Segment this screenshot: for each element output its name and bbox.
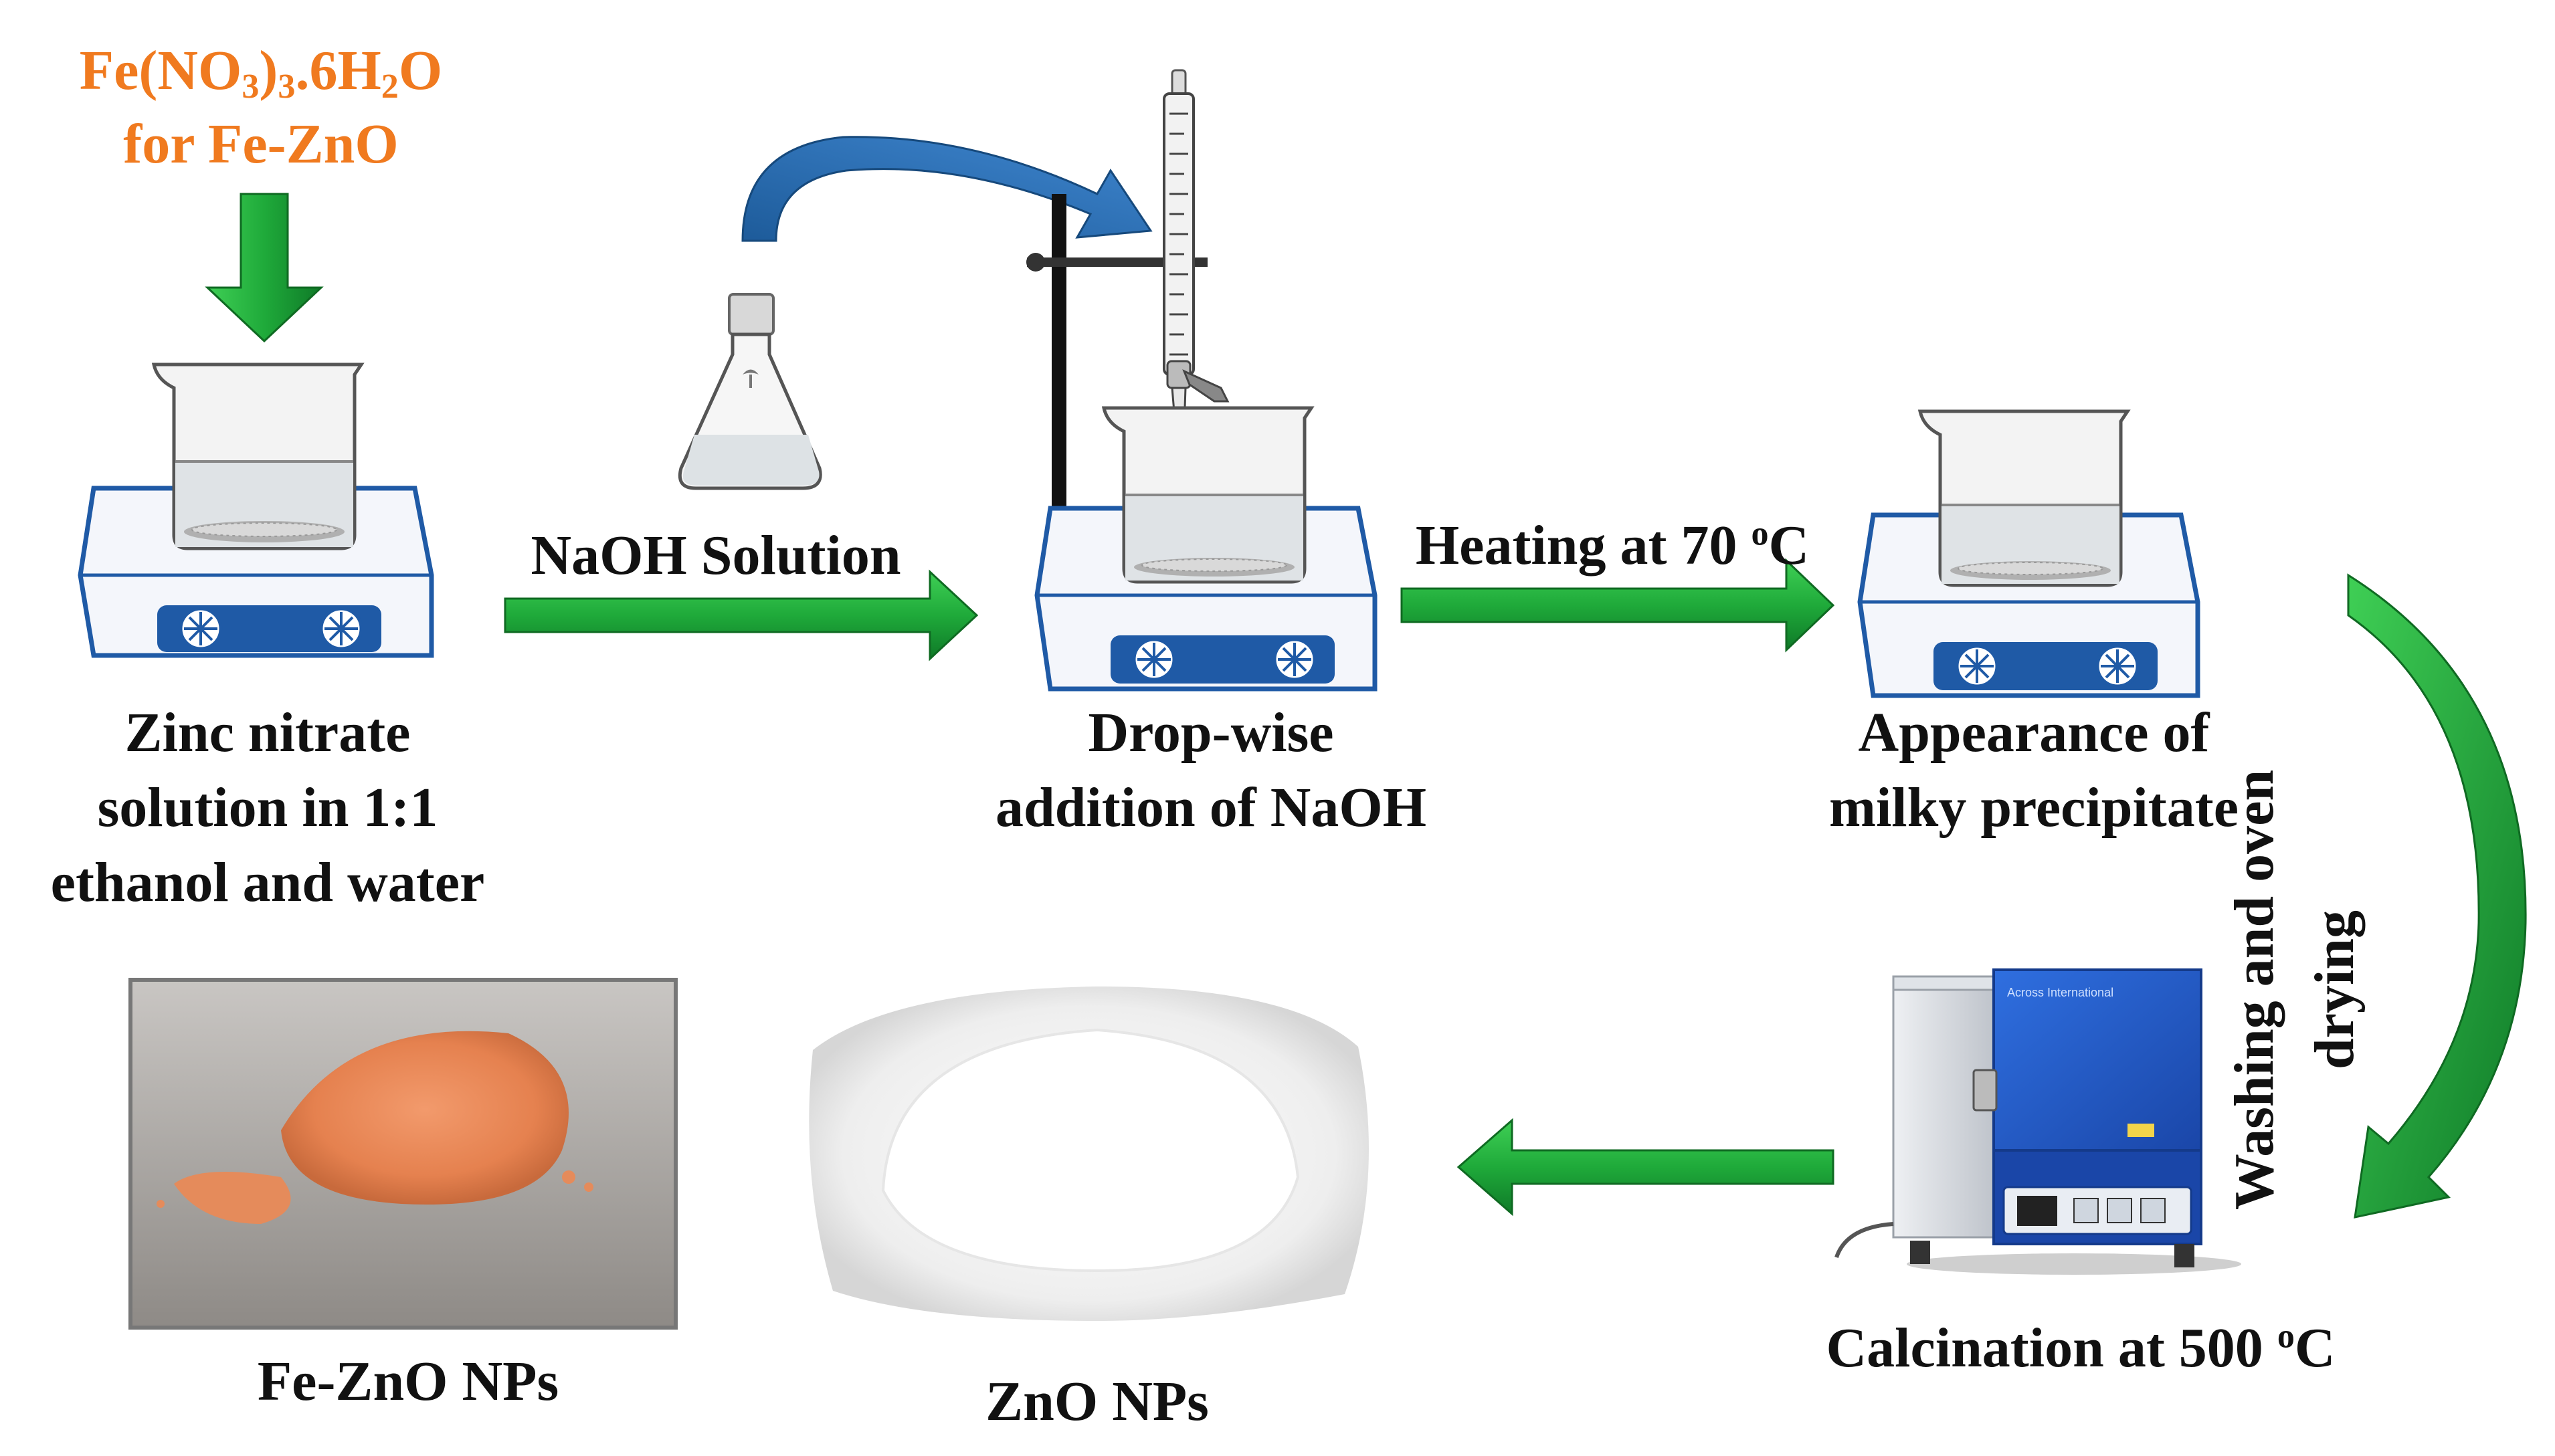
zinc-nitrate-label-line3: ethanol and water bbox=[50, 851, 485, 914]
reagent-label-line2: for Fe-ZnO bbox=[123, 113, 399, 175]
heating-label: Heating at 70 oC bbox=[1415, 514, 1810, 577]
reagent-down-arrow bbox=[205, 193, 324, 343]
fe-zno-photo bbox=[128, 978, 678, 1330]
retort-stand bbox=[1026, 194, 1208, 508]
beaker-2 bbox=[1101, 406, 1315, 584]
milky-label-line1: Appearance of bbox=[1858, 702, 2210, 764]
naoh-flask bbox=[678, 293, 822, 490]
arrow-to-dropwise bbox=[504, 569, 979, 661]
zinc-nitrate-label-line1: Zinc nitrate bbox=[124, 702, 411, 764]
dropwise-label-line1: Drop-wise bbox=[1088, 702, 1334, 764]
arrow-to-zno bbox=[1456, 1118, 1834, 1217]
zno-label: ZnO NPs bbox=[985, 1370, 1209, 1433]
reagent-label-line1: Fe(NO3)3.6H2O bbox=[79, 39, 443, 106]
dropwise-label-line2: addition of NaOH bbox=[995, 776, 1427, 839]
beaker-1 bbox=[151, 362, 365, 550]
arrow-to-heating bbox=[1400, 558, 1835, 653]
calcination-label: Calcination at 500 oC bbox=[1826, 1317, 2336, 1379]
naoh-solution-label: NaOH Solution bbox=[531, 524, 901, 587]
fe-zno-label: Fe-ZnO NPs bbox=[257, 1350, 559, 1413]
furnace-panel-text: Across International bbox=[2007, 986, 2113, 999]
zno-photo bbox=[809, 986, 1369, 1321]
curved-down-arrow bbox=[2347, 573, 2527, 1219]
milky-label-line2: milky precipitate bbox=[1828, 776, 2239, 839]
beaker-3 bbox=[1917, 409, 2131, 587]
washing-label: Washing and oven drying bbox=[2223, 769, 2366, 1211]
blue-curved-arrow bbox=[741, 136, 1153, 242]
muffle-furnace: Across International bbox=[1834, 968, 2241, 1275]
zinc-nitrate-label-line2: solution in 1:1 bbox=[97, 776, 438, 839]
